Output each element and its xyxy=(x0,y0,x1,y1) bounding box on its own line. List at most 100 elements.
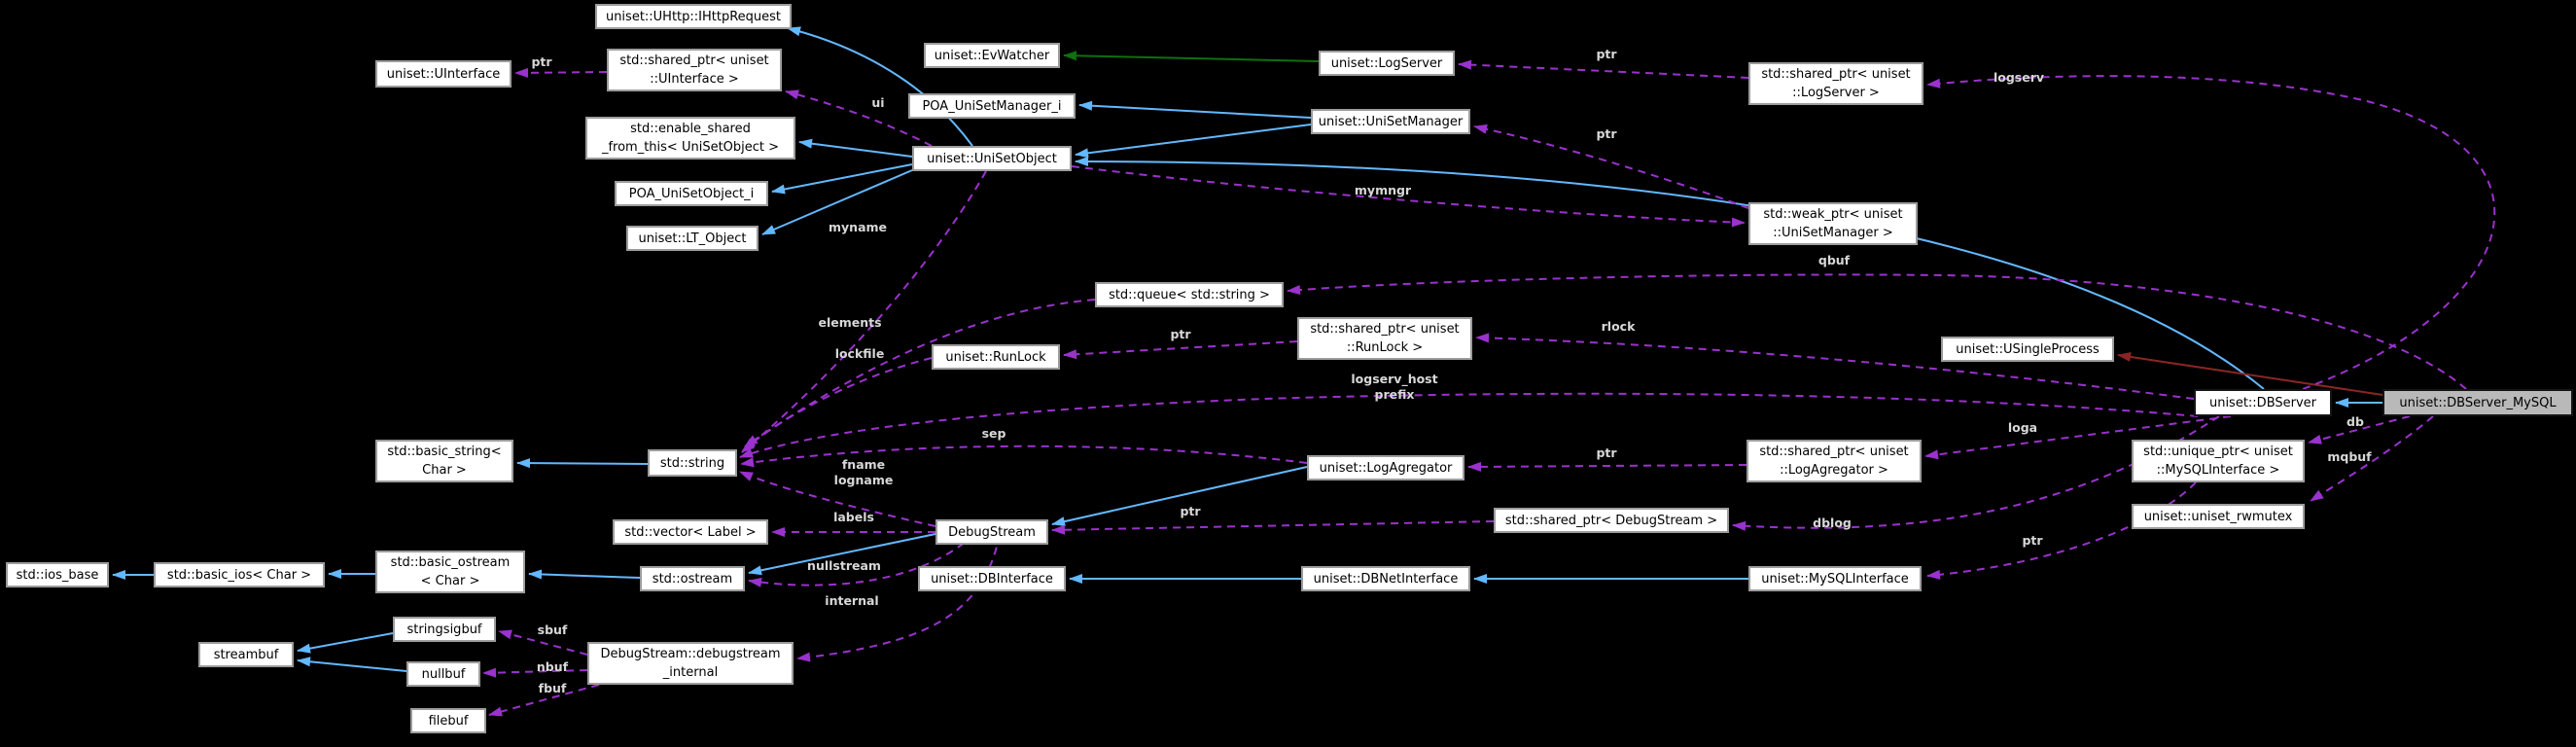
node-poa-mgr[interactable]: POA_UniSetManager_i xyxy=(908,93,1076,119)
edge-queue-to-string xyxy=(744,299,1096,447)
edge-runlock-to-string xyxy=(742,357,933,451)
node-queue[interactable]: std::queue< std::string > xyxy=(1095,282,1284,307)
node-rwmutex[interactable]: uniset::uniset_rwmutex xyxy=(2132,504,2305,529)
node-evwatcher[interactable]: uniset::EvWatcher xyxy=(924,43,1060,68)
node-ds-internal[interactable]: DebugStream::debugstream _internal xyxy=(587,642,794,685)
node-sp-debugstream[interactable]: std::shared_ptr< DebugStream > xyxy=(1494,508,1729,533)
edge-debugstream-to-ostream xyxy=(748,533,936,576)
edge-dbserver-to-sp-debugstream xyxy=(1732,415,2220,531)
node-wp-usmanager[interactable]: std::weak_ptr< uniset ::UniSetManager > xyxy=(1748,202,1918,245)
node-runlock[interactable]: uniset::RunLock xyxy=(932,344,1060,370)
edge-usobject-to-lt-object xyxy=(761,169,913,235)
edge-label-ui: ui xyxy=(871,95,885,110)
node-nullbuf[interactable]: nullbuf xyxy=(406,661,480,687)
edge-label-ptr-usmanager: ptr xyxy=(1596,126,1617,141)
edge-sp-runlock-to-runlock xyxy=(1063,340,1298,360)
edge-label-internal: internal xyxy=(825,593,879,608)
edge-label-nullstream: nullstream xyxy=(807,558,881,573)
node-vector-label[interactable]: std::vector< Label > xyxy=(613,519,768,545)
edge-usobject-to-sp-uinterface xyxy=(785,89,933,147)
node-stringsigbuf[interactable]: stringsigbuf xyxy=(393,617,496,642)
node-ios-base[interactable]: std::ios_base xyxy=(6,562,109,587)
edge-usmanager-to-usobject xyxy=(1075,124,1312,159)
edge-logserver-to-evwatcher xyxy=(1063,51,1320,62)
edge-label-sep: sep xyxy=(981,426,1006,441)
node-filebuf[interactable]: filebuf xyxy=(410,708,486,733)
node-ostream[interactable]: std::ostream xyxy=(640,566,745,591)
node-poa-obj[interactable]: POA_UniSetObject_i xyxy=(615,181,768,206)
edge-label-ptr-mysql: ptr xyxy=(2022,533,2043,548)
edge-label-sbuf: sbuf xyxy=(537,622,568,637)
edge-label-mymngr: mymngr xyxy=(1354,183,1412,197)
node-lt-object[interactable]: uniset::LT_Object xyxy=(626,226,759,251)
edge-string-to-basic-string xyxy=(516,458,649,469)
node-mysqlinterface[interactable]: uniset::MySQLInterface xyxy=(1748,566,1922,591)
edge-label-logserv: logserv xyxy=(1993,70,2045,85)
node-logagregator[interactable]: uniset::LogAgregator xyxy=(1307,455,1464,480)
edge-label-db: db xyxy=(2347,414,2364,429)
node-basic-ios[interactable]: std::basic_ios< Char > xyxy=(154,562,325,587)
node-dbinterface[interactable]: uniset::DBInterface xyxy=(918,566,1066,591)
edge-nullbuf-to-streambuf xyxy=(297,657,407,672)
node-sp-logserver[interactable]: std::shared_ptr< uniset ::LogServer > xyxy=(1748,62,1923,105)
edge-sp-uinterface-to-uinterface xyxy=(514,67,608,78)
node-sp-uinterface[interactable]: std::shared_ptr< uniset ::UInterface > xyxy=(607,49,782,91)
edge-label-ptr-uinterface: ptr xyxy=(531,54,552,69)
node-uinterface[interactable]: uniset::UInterface xyxy=(375,60,512,88)
node-logserver[interactable]: uniset::LogServer xyxy=(1319,51,1455,76)
node-http[interactable]: uniset::UHttp::IHttpRequest xyxy=(595,4,792,29)
edge-label-lockfile: lockfile xyxy=(834,346,885,361)
edge-usobject-to-string xyxy=(741,170,987,453)
edge-label-dblog: dblog xyxy=(1813,516,1852,530)
edge-sp-logagregator-to-logagregator xyxy=(1467,461,1747,472)
edge-dbserver-to-sp-runlock xyxy=(1475,333,2195,400)
edge-label-mqbuf: mqbuf xyxy=(2327,449,2372,464)
edge-label-ptr-debugstream: ptr xyxy=(1180,504,1201,518)
node-sp-logagregator[interactable]: std::shared_ptr< uniset ::LogAgregator > xyxy=(1747,440,1922,482)
edge-label-logserv-host: logserv_host prefix xyxy=(1351,372,1438,402)
edge-debugstream-to-string xyxy=(739,471,936,527)
edge-label-ptr-runlock: ptr xyxy=(1170,327,1191,341)
edge-label-qbuf: qbuf xyxy=(1817,253,1851,267)
edge-dbserver-to-sp-logagregator xyxy=(1924,415,2232,460)
edge-logagregator-to-string xyxy=(740,445,1308,468)
node-streambuf[interactable]: streambuf xyxy=(198,642,294,667)
edge-usobject-to-enable-shared xyxy=(798,138,913,158)
edge-sp-debugstream-to-debugstream xyxy=(1051,520,1495,535)
node-dbnetinterface[interactable]: uniset::DBNetInterface xyxy=(1301,566,1470,591)
edge-wp-usmanager-to-usmanager xyxy=(1473,124,1749,209)
edge-usobject-to-wp-usmanager xyxy=(1071,165,1746,228)
edge-debugstream-to-ds-internal xyxy=(796,533,1001,662)
edge-usobject-to-poa-obj xyxy=(771,163,913,195)
node-basic-ostream[interactable]: std::basic_ostream < Char > xyxy=(375,551,525,593)
edge-ds-internal-to-stringsigbuf xyxy=(498,629,588,656)
edge-usobject-to-http xyxy=(787,26,973,147)
node-string[interactable]: std::string xyxy=(648,449,737,477)
node-debugstream[interactable]: DebugStream xyxy=(935,519,1048,545)
edge-dbserver-to-string xyxy=(739,392,2199,458)
node-basic-string[interactable]: std::basic_string< Char > xyxy=(375,440,513,482)
edge-unique-ptr-mysql-to-mysqlinterface xyxy=(1926,481,2197,580)
edge-dbserver-mysql-to-usingleprocess xyxy=(2117,351,2383,396)
edge-dbserver-mysql-to-unique-ptr-mysql xyxy=(2308,415,2411,445)
node-unique-ptr-mysql[interactable]: std::unique_ptr< uniset ::MySQLInterface… xyxy=(2132,440,2305,482)
edge-dbserver-to-sp-logserver xyxy=(1926,75,2496,390)
edge-label-rlock: rlock xyxy=(1601,319,1636,334)
edge-label-ptr-logagregator: ptr xyxy=(1596,445,1617,460)
node-usmanager[interactable]: uniset::UniSetManager xyxy=(1311,109,1470,134)
node-dbserver[interactable]: uniset::DBServer xyxy=(2194,389,2332,416)
edge-ostream-to-basic-ostream xyxy=(528,569,641,580)
edge-ds-internal-to-nullbuf xyxy=(482,667,588,678)
node-sp-runlock[interactable]: std::shared_ptr< uniset ::RunLock > xyxy=(1297,317,1472,360)
edge-sp-logserver-to-logserver xyxy=(1458,59,1749,79)
node-enable-shared[interactable]: std::enable_shared _from_this< UniSetObj… xyxy=(585,117,795,160)
node-dbserver-mysql[interactable]: uniset::DBServer_MySQL xyxy=(2382,389,2573,416)
edge-label-loga: loga xyxy=(2007,420,2038,435)
edge-usmanager-to-poa-mgr xyxy=(1078,100,1312,119)
edge-label-elements: elements xyxy=(818,315,882,330)
node-usobject[interactable]: uniset::UniSetObject xyxy=(912,146,1072,171)
node-usingleprocess[interactable]: uniset::USingleProcess xyxy=(1941,337,2114,362)
edge-label-labels: labels xyxy=(833,510,874,524)
